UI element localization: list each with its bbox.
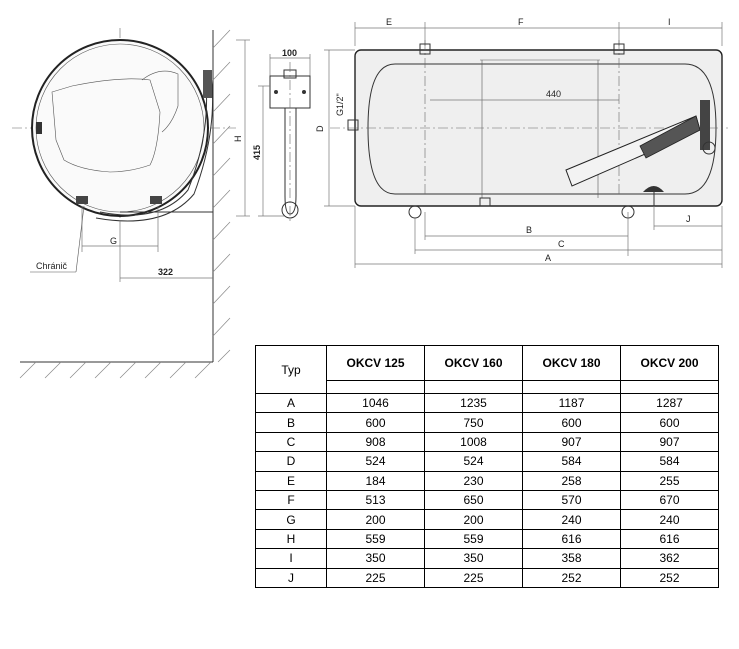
cell-value: 600 <box>620 412 719 433</box>
cell-value: 1046 <box>326 392 425 414</box>
cell-value: 584 <box>620 451 719 472</box>
row-key: I <box>255 548 327 569</box>
cell-value: 350 <box>326 548 425 569</box>
table-row: I 350 350 358 362 <box>255 548 719 569</box>
cell-value: 230 <box>424 470 523 491</box>
dimensions-table: Typ OKCV 125 OKCV 160 OKCV 180 OKCV 200 … <box>255 345 719 588</box>
label-F: F <box>518 17 524 27</box>
cell-value: 258 <box>522 470 621 491</box>
table-row: J 225 225 252 252 <box>255 567 719 588</box>
label-A: A <box>545 253 551 263</box>
cell-value: 240 <box>620 509 719 530</box>
row-key: G <box>255 509 327 530</box>
header-model: OKCV 125 <box>326 345 425 381</box>
cell-value: 524 <box>424 451 523 472</box>
label-B: B <box>526 225 532 235</box>
cell-value: 252 <box>522 567 621 588</box>
cell-value: 240 <box>522 509 621 530</box>
side-view-dimensions: H G 322 Chránič <box>30 39 250 282</box>
cell-value: 559 <box>424 528 523 550</box>
cell-value: 200 <box>424 509 523 530</box>
heating-element <box>565 100 716 187</box>
cell-value: 616 <box>620 528 719 550</box>
cell-value: 1187 <box>522 392 621 414</box>
cell-value: 1287 <box>620 392 719 414</box>
cell-value: 524 <box>326 451 425 472</box>
table-row: H 559 559 616 616 <box>255 528 719 550</box>
table-header-row: Typ OKCV 125 OKCV 160 OKCV 180 OKCV 200 <box>255 345 719 394</box>
bracket-view: 100 415 <box>252 48 311 224</box>
cell-value: 1008 <box>424 431 523 453</box>
cell-value: 255 <box>620 470 719 491</box>
cell-value: 200 <box>326 509 425 530</box>
cell-value: 252 <box>620 567 719 588</box>
cell-value: 358 <box>522 548 621 569</box>
row-key: H <box>255 528 327 550</box>
table-row: C 908 1008 907 907 <box>255 431 719 453</box>
table-row: G 200 200 240 240 <box>255 509 719 530</box>
row-key: J <box>255 567 327 588</box>
cell-value: 600 <box>326 412 425 433</box>
cell-value: 907 <box>522 431 621 453</box>
cell-value: 616 <box>522 528 621 550</box>
cell-value: 513 <box>326 489 425 511</box>
label-322: 322 <box>158 267 173 277</box>
table-row: D 524 524 584 584 <box>255 451 719 472</box>
wall-hatching <box>19 29 231 379</box>
header-model: OKCV 160 <box>424 345 523 381</box>
label-J: J <box>686 214 691 224</box>
cell-value: 908 <box>326 431 425 453</box>
side-view-circle <box>12 28 236 222</box>
table-row: F 513 650 570 670 <box>255 489 719 511</box>
cell-value: 907 <box>620 431 719 453</box>
cell-value: 584 <box>522 451 621 472</box>
header-model: OKCV 200 <box>620 345 719 381</box>
table-row: B 600 750 600 600 <box>255 412 719 433</box>
row-key: E <box>255 470 327 491</box>
cell-value: 559 <box>326 528 425 550</box>
label-protector: Chránič <box>36 261 68 271</box>
header-model: OKCV 180 <box>522 345 621 381</box>
row-key: A <box>255 392 327 414</box>
row-key: B <box>255 412 327 433</box>
header-type: Typ <box>255 345 327 394</box>
cell-value: 600 <box>522 412 621 433</box>
label-C: C <box>558 239 565 249</box>
cell-value: 225 <box>424 567 523 588</box>
row-key: C <box>255 431 327 453</box>
cell-value: 570 <box>522 489 621 511</box>
label-100: 100 <box>282 48 297 58</box>
label-H: H <box>233 136 243 143</box>
row-key: F <box>255 489 327 511</box>
cell-value: 350 <box>424 548 523 569</box>
cell-value: 362 <box>620 548 719 569</box>
cell-value: 670 <box>620 489 719 511</box>
cell-value: 750 <box>424 412 523 433</box>
table-row: A 1046 1235 1187 1287 <box>255 392 719 414</box>
label-G: G <box>110 236 117 246</box>
tank-view: E F I 440 G1/2" D <box>315 17 728 268</box>
label-D: D <box>315 125 325 132</box>
cell-value: 650 <box>424 489 523 511</box>
cell-value: 184 <box>326 470 425 491</box>
cell-value: 1235 <box>424 392 523 414</box>
label-415: 415 <box>252 145 262 160</box>
label-thread: G1/2" <box>335 93 345 116</box>
label-E: E <box>386 17 392 27</box>
cell-value: 225 <box>326 567 425 588</box>
label-I: I <box>668 17 671 27</box>
row-key: D <box>255 451 327 472</box>
table-row: E 184 230 258 255 <box>255 470 719 491</box>
label-440: 440 <box>546 89 561 99</box>
